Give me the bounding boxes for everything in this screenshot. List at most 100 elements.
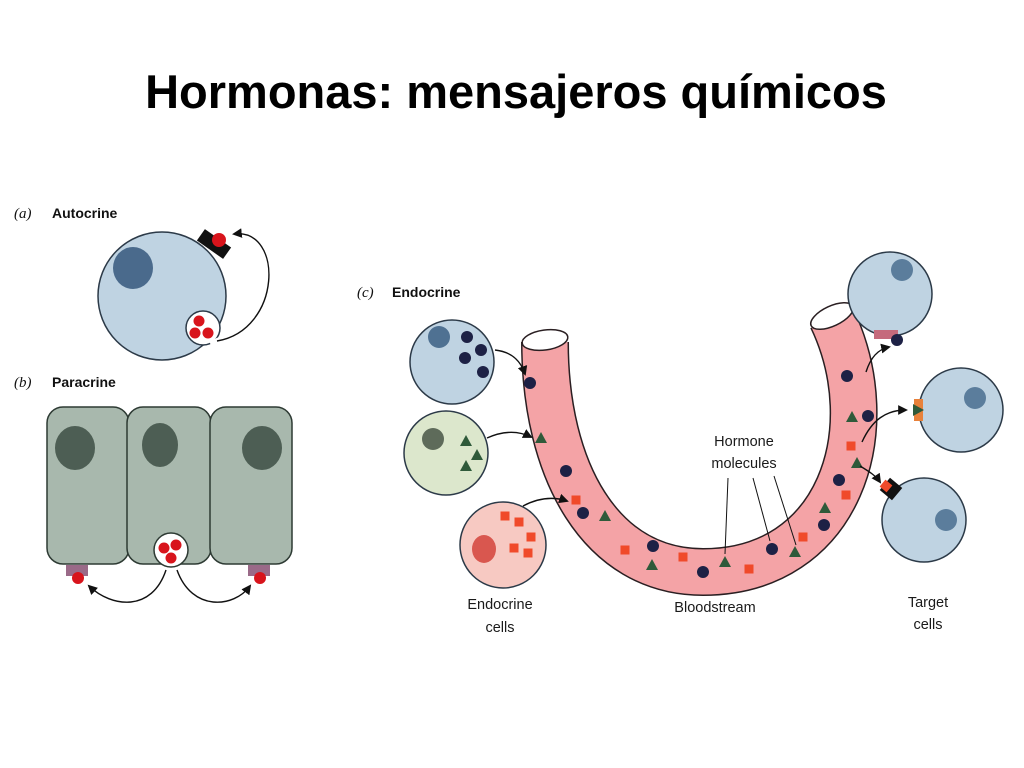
panel-b-title: Paracrine bbox=[52, 374, 116, 390]
hormone-molecules-label-line2: molecules bbox=[711, 456, 776, 472]
paracrine-bound-hormone bbox=[72, 572, 84, 584]
delivery-arrow bbox=[861, 405, 908, 443]
bound-hormone-square bbox=[879, 479, 893, 493]
secretion-arrow bbox=[522, 493, 569, 507]
endocrine-cells-label-line2: cells bbox=[485, 620, 514, 636]
hormone-square bbox=[744, 564, 754, 574]
panel-a-title: Autocrine bbox=[52, 205, 118, 221]
hormone-triangle bbox=[851, 457, 863, 468]
hormone-triangle bbox=[789, 546, 801, 557]
hormone-square bbox=[620, 545, 630, 555]
hormone-circle bbox=[862, 410, 874, 422]
endocrine-nucleus bbox=[428, 326, 450, 348]
hormone-square bbox=[798, 532, 808, 542]
secretion-arrow bbox=[494, 349, 528, 376]
panel-b-letter: (b) bbox=[14, 375, 32, 391]
vessel-opening-left bbox=[521, 328, 569, 352]
hormone-square bbox=[500, 511, 510, 521]
autocrine-hormone bbox=[193, 315, 205, 327]
autocrine-arrow bbox=[216, 228, 270, 342]
paracrine-arrow-right bbox=[176, 569, 252, 603]
hormone-triangle bbox=[719, 556, 731, 567]
hormone-triangle bbox=[846, 411, 858, 422]
hormone-circle bbox=[475, 344, 487, 356]
hormone-square bbox=[526, 532, 536, 542]
target-cell-top bbox=[847, 251, 933, 346]
hormone-triangle bbox=[471, 449, 483, 460]
hormone-circle bbox=[833, 474, 845, 486]
endocrine-nucleus bbox=[472, 535, 496, 563]
target-nucleus bbox=[935, 509, 957, 531]
bound-hormone-circle bbox=[891, 334, 903, 346]
hormone-square bbox=[509, 543, 519, 553]
hormone-circle bbox=[818, 519, 830, 531]
target-nucleus bbox=[964, 387, 986, 409]
hormone-triangle bbox=[646, 559, 658, 570]
panel-c-title: Endocrine bbox=[392, 284, 461, 300]
endocrine-cell-red bbox=[459, 501, 547, 589]
hormone-triangle bbox=[819, 502, 831, 513]
autocrine-hormone bbox=[189, 327, 201, 339]
target-cells-label-line2: cells bbox=[913, 617, 942, 633]
paracrine-arrow-left bbox=[87, 569, 167, 603]
hormone-circle bbox=[524, 377, 536, 389]
secretion-arrow bbox=[486, 429, 533, 439]
paracrine-cell bbox=[46, 406, 130, 565]
hormone-triangle bbox=[460, 435, 472, 446]
hormone-triangle bbox=[535, 432, 547, 443]
endocrine-cell-green bbox=[403, 410, 489, 496]
paracrine-hormone bbox=[170, 539, 182, 551]
hormone-pointer-line bbox=[724, 477, 729, 555]
paracrine-nucleus bbox=[242, 426, 282, 470]
panel-endocrine: (c) Endocrine bbox=[357, 251, 1004, 636]
paracrine-receptor bbox=[248, 565, 270, 576]
target-cells-label-line1: Target bbox=[908, 595, 948, 611]
paracrine-nucleus bbox=[142, 423, 178, 467]
autocrine-bound-hormone bbox=[212, 233, 226, 247]
hormone-square bbox=[514, 517, 524, 527]
hormone-square bbox=[571, 495, 581, 505]
endocrine-cells-label-line1: Endocrine bbox=[467, 597, 532, 613]
autocrine-hormone bbox=[202, 327, 214, 339]
target-cell-middle bbox=[913, 367, 1004, 453]
hormone-molecules-label-line1: Hormone bbox=[714, 434, 774, 450]
panel-a-letter: (a) bbox=[14, 206, 32, 222]
hormone-circle bbox=[577, 507, 589, 519]
hormone-pointer-line bbox=[752, 477, 771, 542]
endocrine-nucleus bbox=[422, 428, 444, 450]
hormone-circle bbox=[697, 566, 709, 578]
hormone-square bbox=[841, 490, 851, 500]
paracrine-nucleus bbox=[55, 426, 95, 470]
hormone-circle bbox=[477, 366, 489, 378]
bound-hormone-triangle bbox=[913, 404, 924, 416]
slide-title: Hormonas: mensajeros químicos bbox=[145, 65, 887, 118]
target-receptor bbox=[874, 330, 898, 339]
hormone-circle bbox=[560, 465, 572, 477]
panel-paracrine: (b) Paracrine bbox=[14, 374, 293, 603]
paracrine-bound-hormone bbox=[254, 572, 266, 584]
hormone-triangle bbox=[599, 510, 611, 521]
hormone-circle bbox=[766, 543, 778, 555]
paracrine-hormone bbox=[165, 552, 177, 564]
delivery-arrow bbox=[859, 465, 882, 484]
paracrine-receptor bbox=[66, 565, 88, 576]
delivery-arrow bbox=[865, 343, 891, 373]
panel-autocrine: (a) Autocrine bbox=[14, 205, 270, 361]
hormone-circle bbox=[647, 540, 659, 552]
hormone-square bbox=[678, 552, 688, 562]
panel-c-letter: (c) bbox=[357, 285, 374, 301]
hormone-circle bbox=[841, 370, 853, 382]
hormone-circle bbox=[461, 331, 473, 343]
endocrine-cell-blue bbox=[409, 319, 495, 405]
paracrine-hormone bbox=[158, 542, 170, 554]
hormone-square bbox=[846, 441, 856, 451]
blood-hormones bbox=[524, 370, 874, 578]
autocrine-nucleus bbox=[113, 247, 153, 289]
target-cell-bottom bbox=[879, 477, 967, 563]
bloodstream-label: Bloodstream bbox=[674, 600, 755, 616]
hormone-triangle bbox=[460, 460, 472, 471]
autocrine-membrane-opening bbox=[209, 336, 223, 345]
hormone-square bbox=[523, 548, 533, 558]
bloodstream-vessel bbox=[521, 301, 878, 597]
